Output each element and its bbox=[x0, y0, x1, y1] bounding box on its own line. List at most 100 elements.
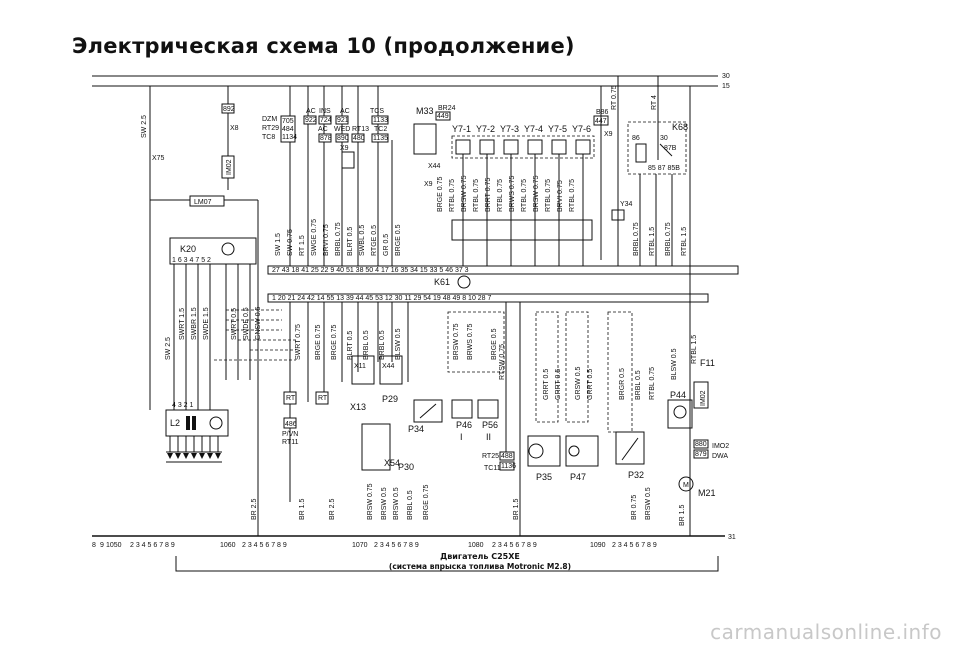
svg-text:RTBL 0.75: RTBL 0.75 bbox=[569, 179, 576, 212]
svg-text:X44: X44 bbox=[428, 163, 441, 170]
svg-text:921: 921 bbox=[337, 117, 349, 124]
svg-text:BRSW 0.75: BRSW 0.75 bbox=[533, 175, 540, 212]
svg-text:RTBL 1.5: RTBL 1.5 bbox=[681, 227, 688, 256]
svg-text:892: 892 bbox=[223, 106, 235, 113]
svg-text:RT29: RT29 bbox=[262, 125, 279, 132]
svg-text:BRSW 0.75: BRSW 0.75 bbox=[453, 323, 460, 360]
svg-text:9: 9 bbox=[100, 542, 104, 549]
y34-label: Y34 bbox=[620, 201, 633, 208]
svg-text:SW 2.5: SW 2.5 bbox=[141, 115, 148, 138]
svg-text:AC: AC bbox=[340, 108, 350, 115]
svg-text:GRSW 0.5: GRSW 0.5 bbox=[575, 366, 582, 400]
k20-ground-symbol bbox=[221, 242, 235, 256]
svg-text:BR 2.5: BR 2.5 bbox=[251, 498, 258, 520]
svg-text:1135: 1135 bbox=[373, 135, 388, 142]
p56-label: P56 bbox=[482, 420, 498, 430]
svg-text:1133: 1133 bbox=[373, 117, 388, 124]
svg-text:BRRT 0.75: BRRT 0.75 bbox=[485, 178, 492, 212]
svg-text:85 87 85B: 85 87 85B bbox=[648, 165, 680, 172]
connector-bottom-row bbox=[267, 293, 709, 303]
svg-text:BRSW 0.75: BRSW 0.75 bbox=[367, 483, 374, 520]
svg-text:1 6 3 4 7 5 2: 1 6 3 4 7 5 2 bbox=[172, 257, 211, 264]
svg-text:BRWS 0.75: BRWS 0.75 bbox=[509, 175, 516, 212]
svg-text:484: 484 bbox=[282, 126, 294, 133]
svg-text:SW 2.5: SW 2.5 bbox=[165, 337, 172, 360]
svg-text:BRVI 0.75: BRVI 0.75 bbox=[557, 180, 564, 212]
svg-text:BRBL 0.5: BRBL 0.5 bbox=[407, 490, 414, 520]
p44-label: P44 bbox=[670, 390, 686, 400]
x13-label: X13 bbox=[350, 402, 366, 412]
injector-4-label: Y7-4 bbox=[524, 124, 543, 134]
svg-text:INS: INS bbox=[319, 108, 331, 115]
svg-text:RTBL 0.75: RTBL 0.75 bbox=[449, 179, 456, 212]
svg-text:X9: X9 bbox=[340, 145, 349, 152]
l2-plugs bbox=[166, 436, 222, 463]
svg-text:BRSW 0.75: BRSW 0.75 bbox=[461, 175, 468, 212]
svg-text:TCS: TCS bbox=[370, 108, 384, 115]
injector-wire-labels: BRGE 0.75 RTBL 0.75 BRSW 0.75 RTBL 0.75 … bbox=[437, 175, 576, 212]
svg-text:2 3 4 5 6 7 8 9: 2 3 4 5 6 7 8 9 bbox=[492, 542, 537, 549]
l2-coil bbox=[165, 409, 229, 437]
k20-wires: SW 2.5 SWRT 1.5 SWBR 1.5 SWDE 1.5 SWRT 0… bbox=[165, 264, 296, 410]
svg-text:BR 0.75: BR 0.75 bbox=[631, 495, 638, 520]
svg-text:BRSW 0.5: BRSW 0.5 bbox=[381, 487, 388, 520]
svg-text:BRWS 0.75: BRWS 0.75 bbox=[467, 323, 474, 360]
svg-text:M: M bbox=[683, 482, 689, 489]
svg-text:GRRT 0.5: GRRT 0.5 bbox=[587, 369, 594, 400]
injector-1-label: Y7-1 bbox=[452, 124, 471, 134]
svg-text:II: II bbox=[486, 432, 491, 442]
svg-text:GR 0.5: GR 0.5 bbox=[383, 234, 390, 256]
caption-engine: Двигатель C25XE bbox=[440, 552, 520, 561]
svg-text:RT: RT bbox=[286, 395, 296, 402]
svg-text:BRBL 0.5: BRBL 0.5 bbox=[635, 370, 642, 400]
svg-text:RT13: RT13 bbox=[352, 126, 369, 133]
svg-text:BRVI 0.75: BRVI 0.75 bbox=[323, 224, 330, 256]
rail-31-label: 31 bbox=[728, 534, 736, 541]
injector-2-label: Y7-2 bbox=[476, 124, 495, 134]
svg-text:BRGE 0.75: BRGE 0.75 bbox=[315, 324, 322, 360]
svg-text:922: 922 bbox=[305, 117, 317, 124]
x54-label: X54 bbox=[384, 458, 400, 468]
connector-bottom-numbers: 1 20 21 24 42 14 55 13 39 44 45 53 12 30… bbox=[272, 295, 492, 302]
p32-label: P32 bbox=[628, 470, 644, 480]
svg-text:BR 1.5: BR 1.5 bbox=[679, 504, 686, 526]
svg-text:X9: X9 bbox=[604, 131, 613, 138]
svg-text:I: I bbox=[460, 432, 463, 442]
svg-text:B86: B86 bbox=[596, 109, 609, 116]
watermark: carmanualsonline.info bbox=[710, 620, 942, 644]
svg-text:RT 1.5: RT 1.5 bbox=[299, 235, 306, 256]
svg-text:RT11: RT11 bbox=[282, 439, 299, 446]
svg-text:X9: X9 bbox=[424, 181, 433, 188]
rail-30-label: 30 bbox=[722, 73, 730, 80]
svg-text:SWDE 1.5: SWDE 1.5 bbox=[203, 307, 210, 340]
k61-ground-symbol bbox=[457, 275, 471, 289]
svg-text:705: 705 bbox=[282, 118, 294, 125]
svg-text:AC: AC bbox=[318, 126, 328, 133]
l2-label: L2 bbox=[170, 418, 180, 428]
ground-1070: 1070 bbox=[352, 542, 368, 549]
svg-text:IM02: IM02 bbox=[700, 390, 707, 406]
svg-text:BRGE 0.75: BRGE 0.75 bbox=[437, 176, 444, 212]
svg-text:86: 86 bbox=[632, 135, 640, 142]
svg-text:890: 890 bbox=[337, 135, 349, 142]
p47-label: P47 bbox=[570, 472, 586, 482]
svg-text:RTBL 1.5: RTBL 1.5 bbox=[649, 227, 656, 256]
ground-1060: 1060 bbox=[220, 542, 236, 549]
fuse-wire-labels: SW 1.5 SW 0.75 RT 1.5 SWGE 0.75 BRVI 0.7… bbox=[275, 219, 402, 256]
svg-text:BRBL 0.5: BRBL 0.5 bbox=[379, 330, 386, 360]
m21-label: M21 bbox=[698, 488, 716, 498]
svg-text:1136: 1136 bbox=[501, 463, 516, 470]
svg-text:2 3 4 5 6 7 8 9: 2 3 4 5 6 7 8 9 bbox=[130, 542, 175, 549]
k20-label: K20 bbox=[180, 244, 196, 254]
injector-6-label: Y7-6 bbox=[572, 124, 591, 134]
svg-text:BLSW 0.5: BLSW 0.5 bbox=[395, 328, 402, 360]
svg-text:BRSW 0.5: BRSW 0.5 bbox=[645, 487, 652, 520]
svg-text:BRGE 0.75: BRGE 0.75 bbox=[423, 484, 430, 520]
svg-text:880: 880 bbox=[695, 441, 707, 448]
svg-text:SW 0.75: SW 0.75 bbox=[287, 229, 294, 256]
k20-module bbox=[169, 237, 257, 265]
svg-text:2 3 4 5 6 7 8 9: 2 3 4 5 6 7 8 9 bbox=[242, 542, 287, 549]
